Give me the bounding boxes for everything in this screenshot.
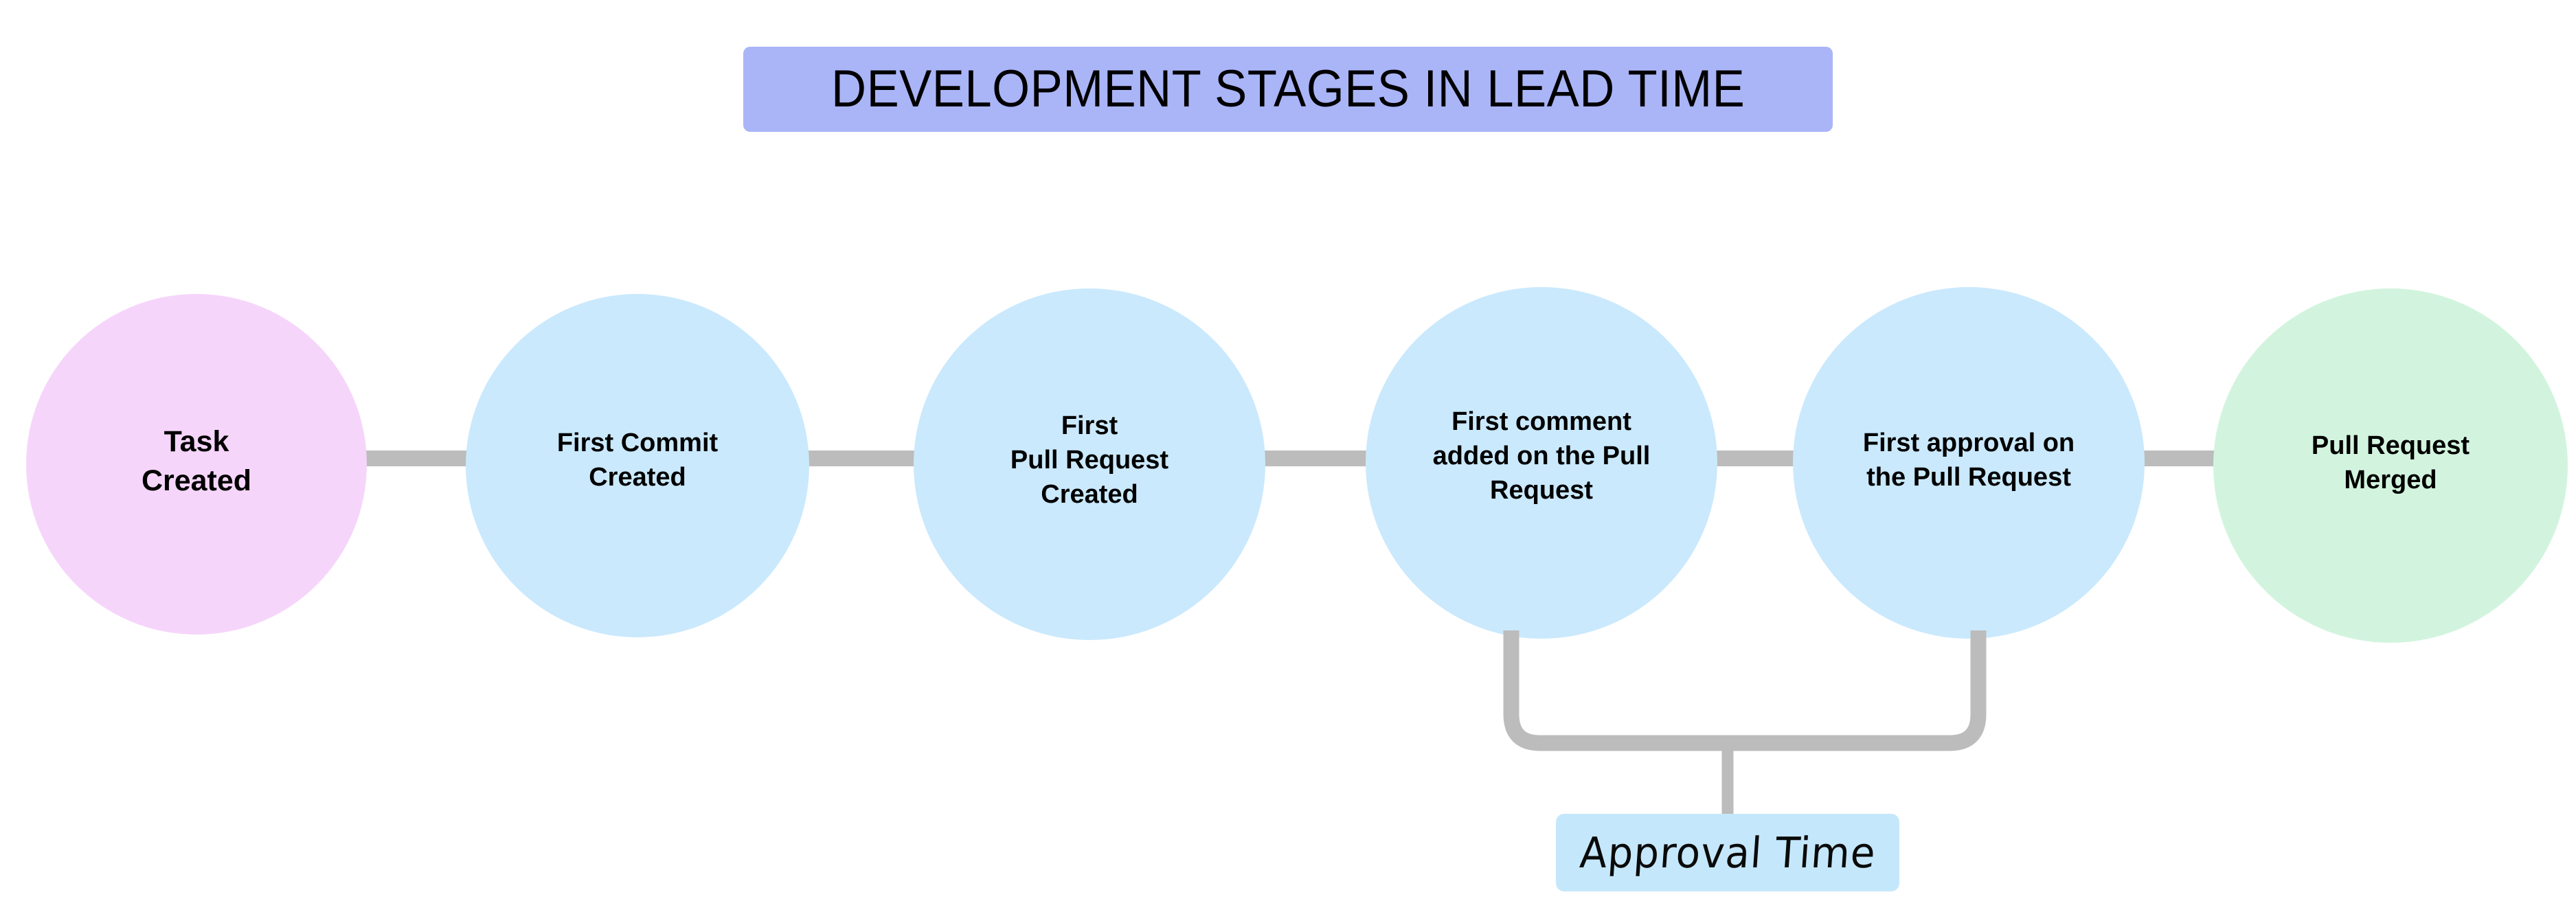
node-first-commit-created[interactable]: First Commit Created [466,294,809,637]
connector-commit-to-pr [790,451,934,466]
node-label-pull-request-merged: Pull Request Merged [2311,431,2470,494]
approval-time-bracket [1503,630,1987,817]
node-first-approval-on-pull-request[interactable]: First approval on the Pull Request [1793,287,2145,639]
node-label-first-comment-on-pull-request: First comment added on the Pull Request [1432,407,1651,505]
page-title: DEVELOPMENT STAGES IN LEAD TIME [831,60,1745,118]
diagram-title-band: DEVELOPMENT STAGES IN LEAD TIME [743,47,1833,132]
connector-task-to-commit [347,451,484,466]
approval-time-label: Approval Time [1578,828,1877,878]
approval-time-badge[interactable]: Approval Time [1556,814,1899,891]
node-label-first-pull-request-created: First Pull Request Created [1010,411,1169,510]
node-task-created[interactable]: Task Created [26,294,367,635]
connector-comment-to-approval [1697,451,1814,466]
node-label-task-created: Task Created [141,425,252,497]
node-pull-request-merged[interactable]: Pull Request Merged [2213,288,2568,643]
connector-approval-to-merged [2126,451,2233,466]
connector-pr-to-comment [1247,451,1384,466]
node-first-comment-on-pull-request[interactable]: First comment added on the Pull Request [1366,287,1717,639]
node-first-pull-request-created[interactable]: First Pull Request Created [914,288,1265,640]
node-label-first-approval-on-pull-request: First approval on the Pull Request [1862,428,2075,492]
node-label-first-commit-created: First Commit Created [556,428,719,492]
